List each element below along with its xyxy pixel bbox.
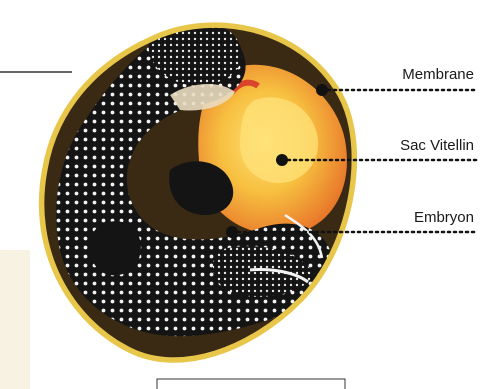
label-membrane: Membrane: [402, 67, 474, 82]
anchor-dot-membrane: [316, 84, 328, 96]
anchor-dot-sac: [276, 154, 288, 166]
embryo-limb: [90, 221, 141, 275]
background-wash: [0, 250, 30, 389]
label-embryon: Embryon: [414, 210, 474, 225]
label-sac-vitellin: Sac Vitellin: [400, 138, 474, 153]
bottom-label-frame: [157, 379, 345, 389]
anchor-dot-embryon: [226, 226, 238, 238]
